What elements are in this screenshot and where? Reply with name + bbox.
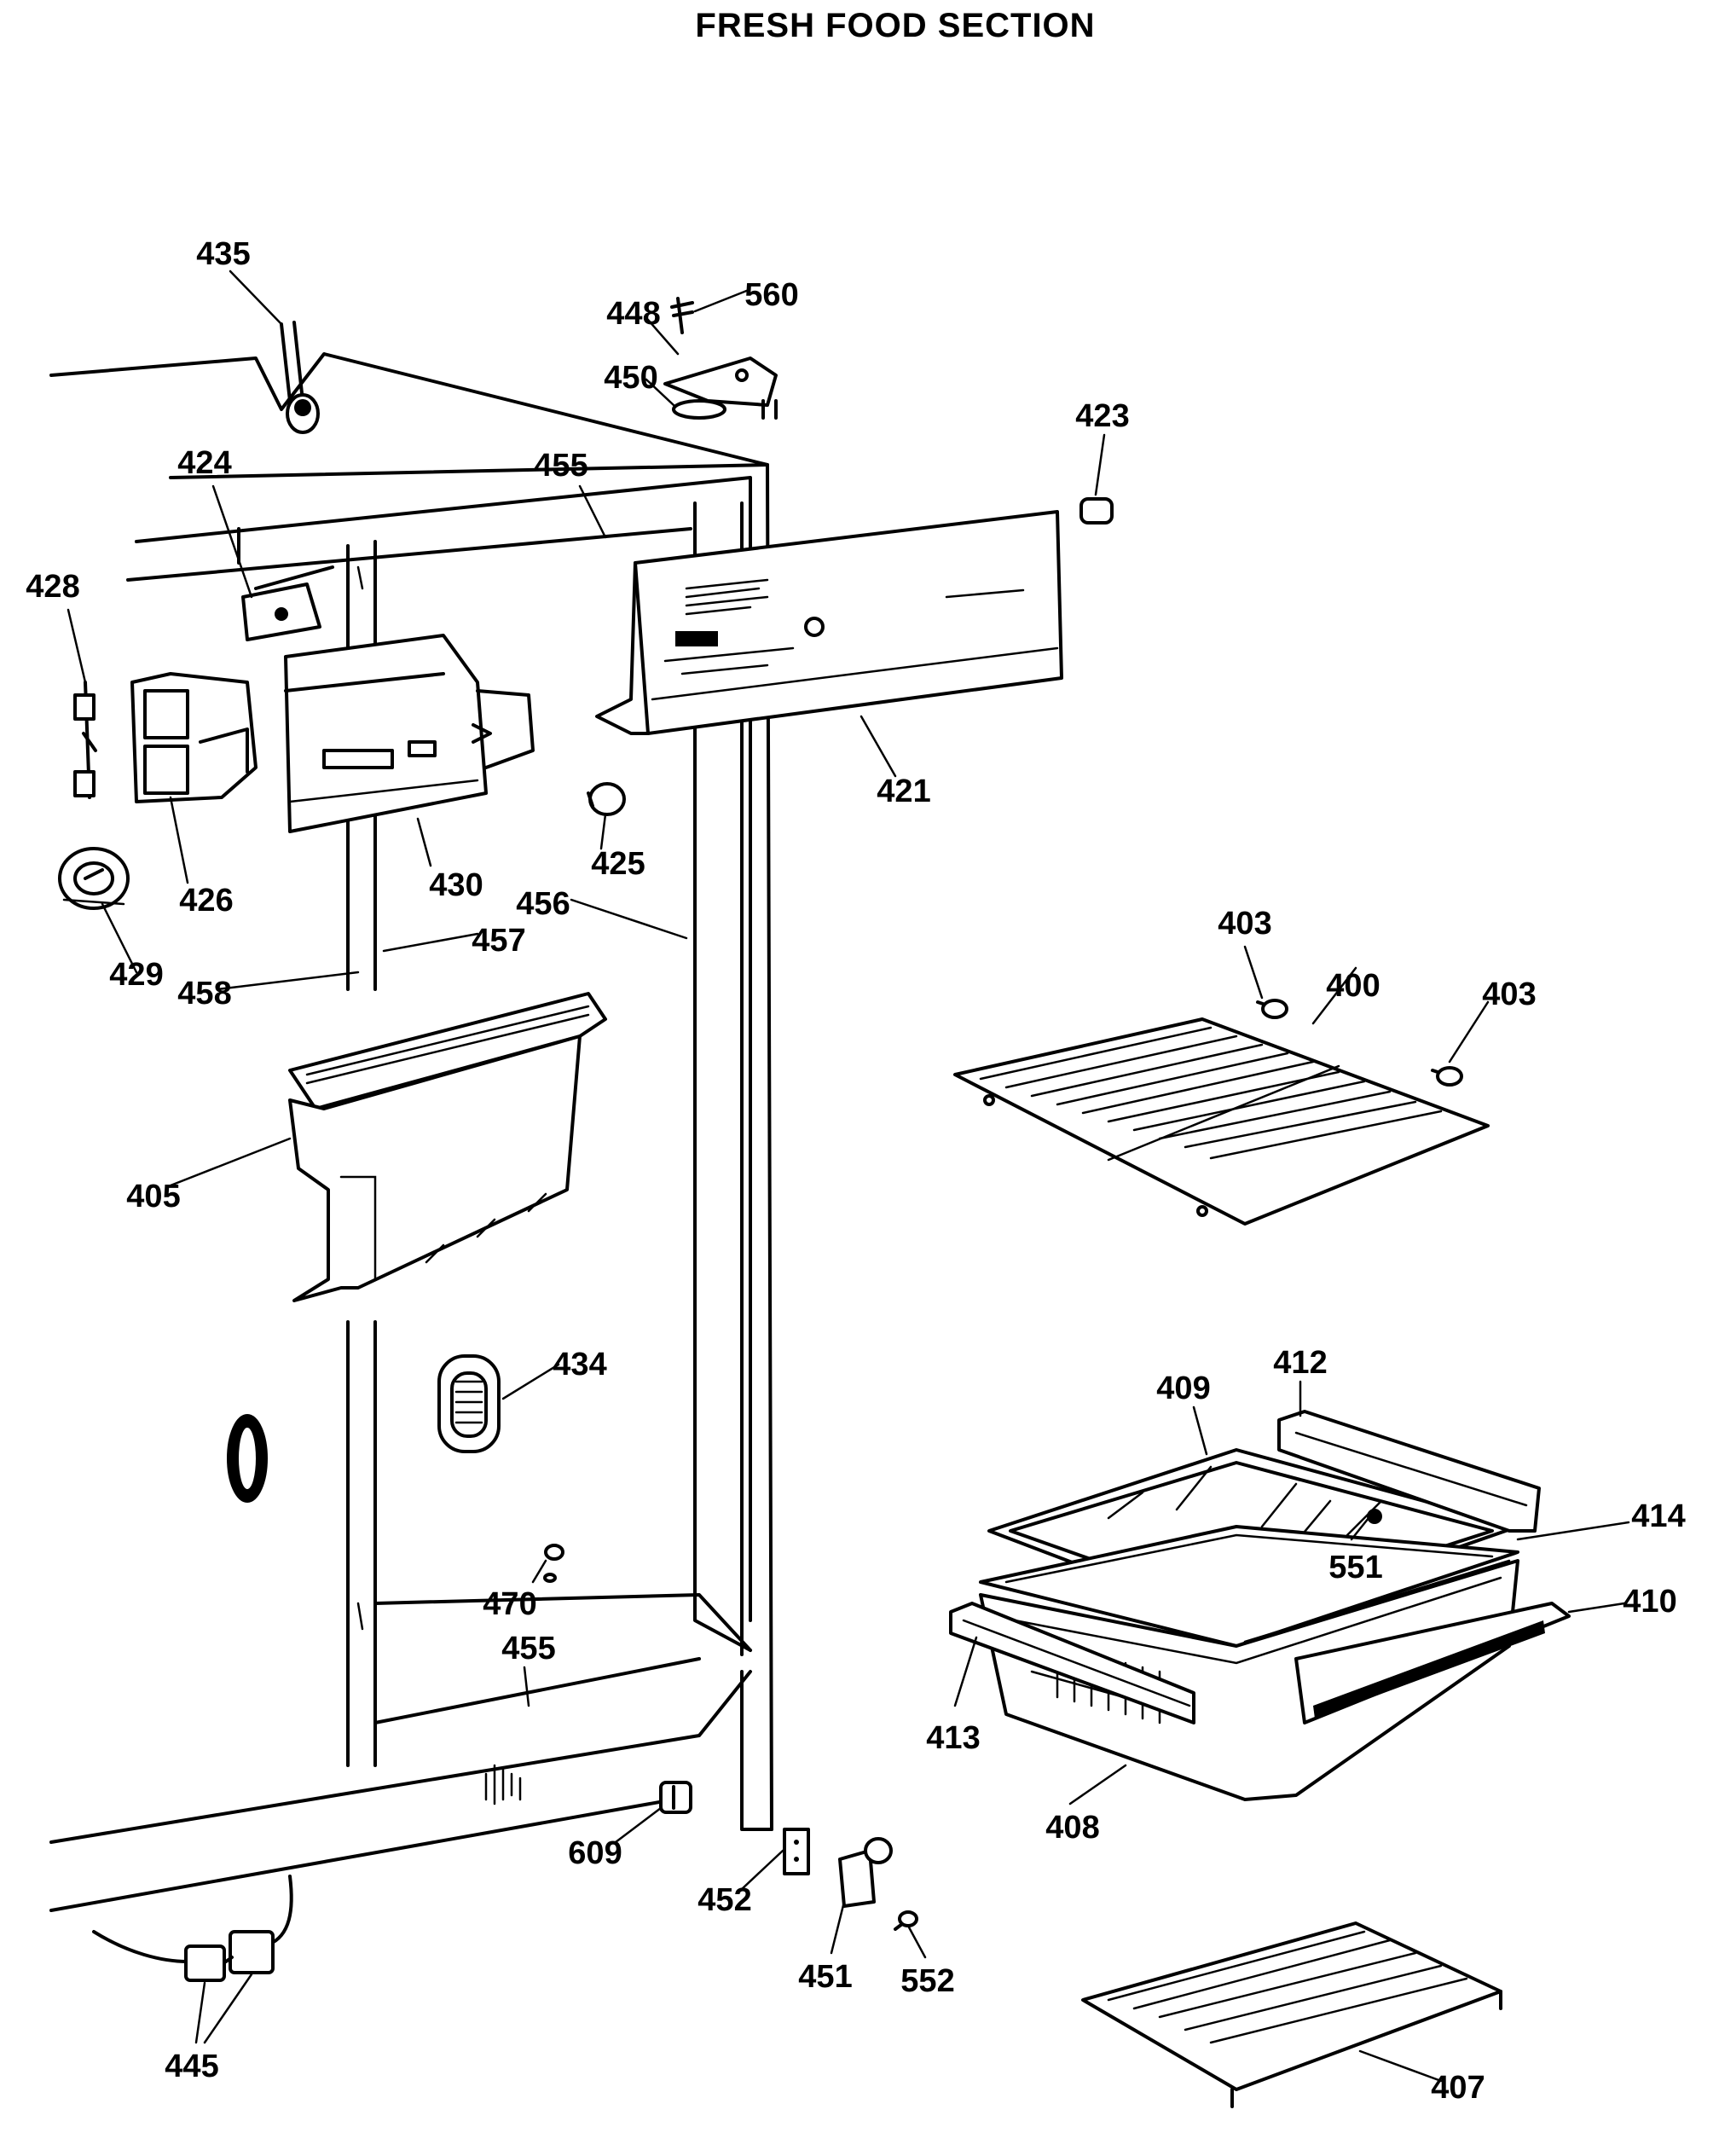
- label-410: 410: [1623, 1584, 1676, 1620]
- part-445: [92, 1875, 293, 1982]
- part-452: [783, 1828, 810, 1875]
- label-552: 552: [900, 1963, 954, 1999]
- label-450: 450: [604, 360, 657, 396]
- label-408: 408: [1045, 1810, 1099, 1846]
- label-400: 400: [1326, 968, 1380, 1004]
- label-430: 430: [429, 867, 483, 903]
- label-452: 452: [697, 1882, 751, 1918]
- part-403-right: [1431, 1066, 1463, 1087]
- label-551: 551: [1328, 1550, 1382, 1585]
- part-425: [587, 782, 626, 816]
- label-448: 448: [606, 296, 660, 332]
- part-435: [280, 321, 320, 434]
- label-455-bottom: 455: [501, 1631, 555, 1666]
- label-421: 421: [877, 774, 930, 809]
- part-434: [437, 1354, 501, 1453]
- part-405: [288, 992, 607, 1302]
- part-410: [1294, 1602, 1571, 1724]
- label-560: 560: [744, 277, 798, 313]
- part-403-left: [1256, 999, 1288, 1019]
- label-445: 445: [165, 2049, 218, 2084]
- part-609: [659, 1781, 692, 1814]
- label-403-left: 403: [1218, 906, 1271, 942]
- part-423: [1079, 497, 1114, 525]
- part-448-hinge: [663, 297, 778, 420]
- label-451: 451: [798, 1959, 852, 1995]
- part-430: [284, 634, 535, 833]
- part-451: [838, 1837, 893, 1908]
- label-435: 435: [196, 236, 250, 272]
- part-421-control-panel: [595, 510, 1063, 735]
- label-412: 412: [1273, 1345, 1327, 1381]
- part-413: [949, 1602, 1195, 1724]
- cabinet-liner: [49, 352, 773, 1912]
- part-424: [241, 565, 334, 641]
- label-609: 609: [568, 1835, 622, 1871]
- part-400-shelf: [953, 1017, 1490, 1226]
- part-551: [1367, 1509, 1382, 1524]
- label-407: 407: [1431, 2070, 1485, 2106]
- part-428: [73, 681, 97, 799]
- label-413: 413: [926, 1720, 980, 1756]
- label-409: 409: [1156, 1371, 1210, 1406]
- part-552: [894, 1910, 918, 1931]
- label-426: 426: [179, 883, 233, 919]
- label-457: 457: [472, 923, 525, 959]
- label-414: 414: [1631, 1498, 1685, 1534]
- label-428: 428: [26, 569, 79, 605]
- label-425: 425: [591, 846, 645, 882]
- label-403-right: 403: [1482, 977, 1536, 1012]
- label-429: 429: [109, 957, 163, 993]
- part-470: [543, 1544, 564, 1583]
- label-405: 405: [126, 1179, 180, 1214]
- label-456: 456: [516, 886, 570, 922]
- part-429: [58, 847, 130, 910]
- part-412: [1277, 1410, 1541, 1533]
- label-458: 458: [177, 976, 231, 1011]
- part-414-frame: [979, 1525, 1519, 1648]
- label-424: 424: [177, 445, 231, 481]
- label-455-top: 455: [534, 448, 587, 484]
- label-470: 470: [483, 1586, 536, 1622]
- part-426: [130, 672, 258, 803]
- leader-lines: [67, 270, 1630, 2083]
- part-labels: 435 560 448 450 423 424 455 428 421 425 …: [26, 236, 1685, 2106]
- label-434: 434: [553, 1347, 606, 1382]
- diagram-title: FRESH FOOD SECTION: [695, 7, 1096, 44]
- part-407-shelf: [1081, 1921, 1502, 2108]
- label-423: 423: [1075, 398, 1129, 434]
